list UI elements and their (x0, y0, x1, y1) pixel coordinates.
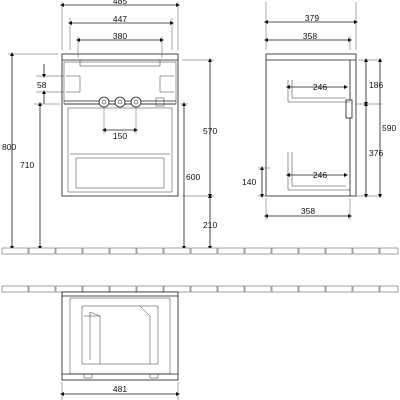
floor-tile (55, 247, 83, 255)
floor-tile (163, 285, 191, 293)
floor-tile (136, 247, 164, 255)
floor-tile (82, 285, 110, 293)
front-floor-clearance: 210 (203, 220, 217, 230)
front-inner-width: 447 (113, 14, 127, 24)
floor-tile (190, 247, 218, 255)
floor-tile (163, 247, 191, 255)
floor-tile (298, 247, 326, 255)
pipe-fitting-center (114, 96, 126, 108)
right-cutout (159, 75, 174, 93)
side-cabinet-outline (265, 53, 357, 197)
floor-tile (379, 247, 399, 255)
front-floor-to-top: 710 (20, 160, 34, 170)
side-upper-height: 186 (369, 80, 383, 90)
floor-tile (217, 247, 245, 255)
floor-tile (352, 247, 380, 255)
pipe-fitting-right (130, 96, 142, 108)
front-fitting-spacing: 150 (113, 131, 127, 141)
floor-tile (379, 285, 399, 293)
floor-tile (1, 247, 29, 255)
side-handle (345, 99, 353, 119)
side-bottom-depth: 358 (301, 206, 315, 216)
front-total-height: 800 (2, 142, 16, 152)
floor-tile (190, 285, 218, 293)
top-drawer-box (81, 305, 159, 365)
front-mount-height: 600 (186, 172, 200, 182)
side-inner-depth: 358 (303, 31, 317, 41)
front-top-width: 380 (113, 31, 127, 41)
floor-tile (28, 247, 56, 255)
floor-tile (28, 285, 56, 293)
floor-tile (244, 285, 272, 293)
top-view: 481 (60, 291, 180, 400)
side-drawer-upper-depth: 246 (313, 82, 327, 92)
floor-tile (352, 285, 380, 293)
front-body-height: 570 (203, 126, 217, 136)
floor-tile (55, 285, 83, 293)
side-drawer-lower-depth: 246 (313, 170, 327, 180)
lower-drawer-inner (75, 157, 165, 189)
floor-tile (325, 285, 353, 293)
side-base-height: 140 (242, 177, 256, 187)
front-cabinet-outline (61, 53, 179, 197)
floor-tile (1, 285, 29, 293)
side-lower-height: 376 (369, 148, 383, 158)
top-cabinet-outline (61, 291, 179, 381)
front-view: 485 447 380 58 150 800 710 570 (2, 0, 217, 250)
floor-tile (271, 285, 299, 293)
side-body-height: 590 (382, 123, 396, 133)
floor-tile (109, 285, 137, 293)
floor-tile (217, 285, 245, 293)
floor-tiles-lower (1, 285, 399, 293)
floor-tile (244, 247, 272, 255)
floor-tile (271, 247, 299, 255)
floor-tile (109, 247, 137, 255)
top-width: 481 (113, 384, 127, 394)
front-total-width: 485 (113, 0, 127, 6)
side-total-depth: 379 (305, 13, 319, 23)
floor-tile (82, 247, 110, 255)
left-cutout (66, 75, 81, 93)
floor-tiles-upper (1, 247, 399, 255)
front-fitting-offset: 58 (37, 80, 47, 90)
floor-tile (298, 285, 326, 293)
side-view: 379 358 246 246 140 358 186 376 590 (242, 2, 396, 220)
pipe-fitting-left (98, 96, 110, 108)
floor-tile (325, 247, 353, 255)
floor-tile (136, 285, 164, 293)
